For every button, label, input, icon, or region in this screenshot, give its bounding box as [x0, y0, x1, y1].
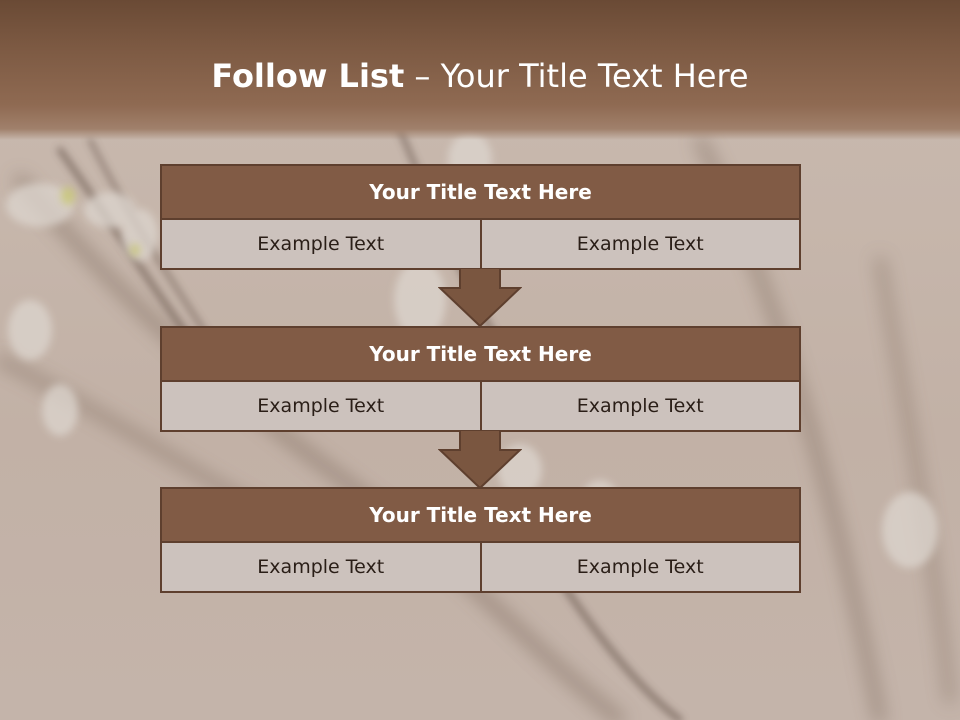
slide-title-rest: – Your Title Text Here — [404, 57, 749, 95]
block-title: Your Title Text Here — [160, 164, 801, 220]
block-cell-left: Example Text — [160, 543, 482, 593]
block-cell-right: Example Text — [481, 543, 801, 593]
block-cells: Example Text Example Text — [160, 220, 801, 270]
slide-title-bold: Follow List — [211, 57, 405, 95]
flow-block-1: Your Title Text Here Example Text Exampl… — [160, 164, 801, 270]
flow-block-3: Your Title Text Here Example Text Exampl… — [160, 487, 801, 593]
header-band — [0, 0, 960, 140]
block-cells: Example Text Example Text — [160, 543, 801, 593]
block-title: Your Title Text Here — [160, 326, 801, 382]
block-title: Your Title Text Here — [160, 487, 801, 543]
flow-block-2: Your Title Text Here Example Text Exampl… — [160, 326, 801, 432]
block-cell-right: Example Text — [481, 382, 801, 432]
block-cell-left: Example Text — [160, 220, 482, 270]
block-cells: Example Text Example Text — [160, 382, 801, 432]
down-arrow-2 — [438, 430, 522, 490]
block-cell-right: Example Text — [481, 220, 801, 270]
block-cell-left: Example Text — [160, 382, 482, 432]
down-arrow-1 — [438, 268, 522, 328]
slide-title: Follow List – Your Title Text Here — [0, 52, 960, 100]
